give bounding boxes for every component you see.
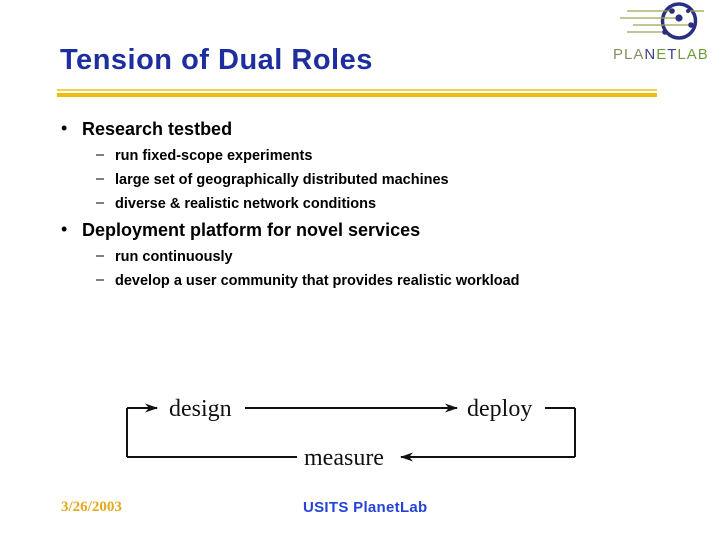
logo-letter: P [613,46,625,63]
sub-bullet-item: – diverse & realistic network conditions [55,195,675,212]
logo-letter: N [644,46,657,63]
diagram-node-design: design [169,396,232,422]
sub-bullet-label: run fixed-scope experiments [115,148,313,164]
bullet-label: Research testbed [82,119,233,139]
sub-bullet-item: – run fixed-scope experiments [55,147,675,164]
dash-marker: – [96,195,105,211]
sub-bullet-label: run continuously [115,249,233,265]
logo-letter: T [667,46,678,63]
diagram-node-deploy: deploy [467,396,532,422]
sub-bullet-label: develop a user community that provides r… [115,273,520,289]
logo-letter: B [697,46,709,63]
bullet-list: • Research testbed – run fixed-scope exp… [55,112,675,297]
logo-letter: A [633,46,645,63]
dash-marker: – [96,272,105,288]
sub-bullet-item: – large set of geographically distribute… [55,171,675,188]
dash-marker: – [96,171,105,187]
logo-letter: A [686,46,698,63]
dash-marker: – [96,147,105,163]
underline-thin-bar [57,89,657,91]
sub-bullet-item: – run continuously [55,248,675,265]
diagram-node-measure: measure [304,445,384,471]
logo-letter: L [624,46,634,63]
cycle-diagram: design deploy measure [126,396,576,471]
sub-bullet-item: – develop a user community that provides… [55,272,675,289]
bullet-label: Deployment platform for novel services [82,220,421,240]
title-underline [57,89,657,97]
slide-title: Tension of Dual Roles [60,44,373,76]
planetlab-logo: PLANETLAB [613,2,719,63]
sub-bullet-label: diverse & realistic network conditions [115,196,377,212]
bullet-item-research-testbed: • Research testbed [55,118,675,139]
underline-thick-bar [57,93,657,97]
sub-bullet-label: large set of geographically distributed … [115,172,449,188]
dash-marker: – [96,248,105,264]
footer-title: USITS PlanetLab [303,499,428,516]
footer-date: 3/26/2003 [61,499,122,515]
logo-letter: L [677,46,687,63]
bullet-dot-marker: • [61,118,68,138]
planetlab-logo-icon [620,2,704,40]
bullet-dot-marker: • [61,219,68,239]
planetlab-logo-text: PLANETLAB [613,46,719,63]
underline-gap [57,91,657,93]
bullet-item-deployment-platform: • Deployment platform for novel services [55,219,675,240]
logo-letter: E [656,46,668,63]
